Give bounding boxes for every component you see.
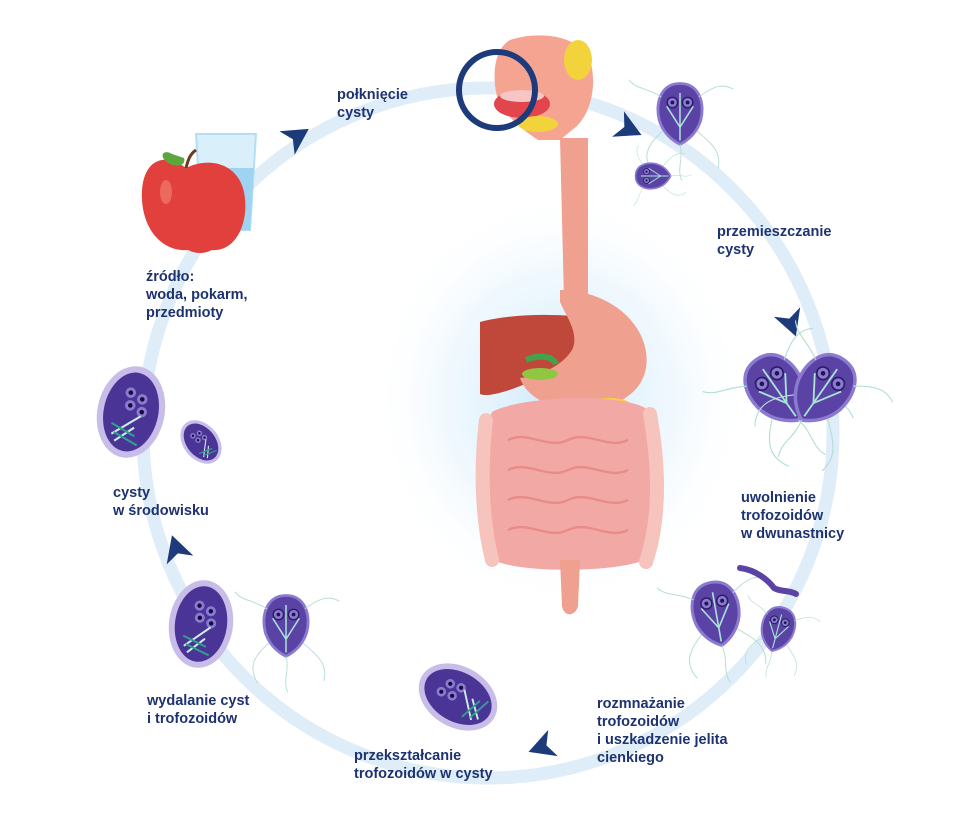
label-line: cysty xyxy=(717,242,755,258)
label-line: i trofozoidów xyxy=(147,711,238,727)
label-line: wydalanie cyst xyxy=(147,693,250,709)
label-line: przemieszczanie xyxy=(717,224,832,240)
label-line: połknięcie xyxy=(337,87,408,103)
label-line: przedmioty xyxy=(146,305,224,321)
label-line: i uszkadzenie jelita xyxy=(597,732,728,748)
giardia-cyst-icon xyxy=(405,648,511,746)
cycle-arrow-icon xyxy=(773,307,810,342)
apple-and-glass-icon xyxy=(141,133,258,253)
giardia-cyst-icon xyxy=(171,411,231,473)
label-line: woda, pokarm, xyxy=(146,287,248,303)
label-ingestion: połknięcie cysty xyxy=(337,86,408,122)
label-line: uwolnienie xyxy=(741,490,816,506)
label-line: cysty xyxy=(337,105,375,121)
label-line: trofozoidów xyxy=(741,508,824,524)
label-environment: cysty w środowisku xyxy=(113,484,209,520)
mouth-highlight-circle xyxy=(456,49,538,131)
label-line: cienkiego xyxy=(597,750,664,766)
label-migration: przemieszczanie cysty xyxy=(717,223,831,259)
label-line: rozmnażanie xyxy=(597,696,685,712)
label-line: trofozoidów xyxy=(597,714,680,730)
label-line: trofozoidów w cysty xyxy=(354,766,493,782)
label-line: przekształcanie xyxy=(354,748,462,764)
label-source: źródło: woda, pokarm, przedmioty xyxy=(146,268,248,322)
giardia-cyst-icon xyxy=(87,358,175,466)
label-line: w środowisku xyxy=(113,503,209,519)
label-line: cysty xyxy=(113,485,151,501)
giardia-trophozoite-icon xyxy=(723,318,901,495)
label-encystation: przekształcanie trofozoidów w cysty xyxy=(354,747,493,783)
label-line: źródło: xyxy=(146,269,195,285)
cycle-arrow-icon xyxy=(523,729,558,766)
digestive-system-illustration xyxy=(456,35,665,615)
label-multiplication: rozmnażanie trofozoidów i uszkadzenie je… xyxy=(597,695,728,767)
label-release: uwolnienie trofozoidów w dwunastnicy xyxy=(741,489,844,543)
label-excretion: wydalanie cyst i trofozoidów xyxy=(147,692,249,728)
label-line: w dwunastnicy xyxy=(741,526,845,542)
flagellate-icon xyxy=(737,565,799,597)
